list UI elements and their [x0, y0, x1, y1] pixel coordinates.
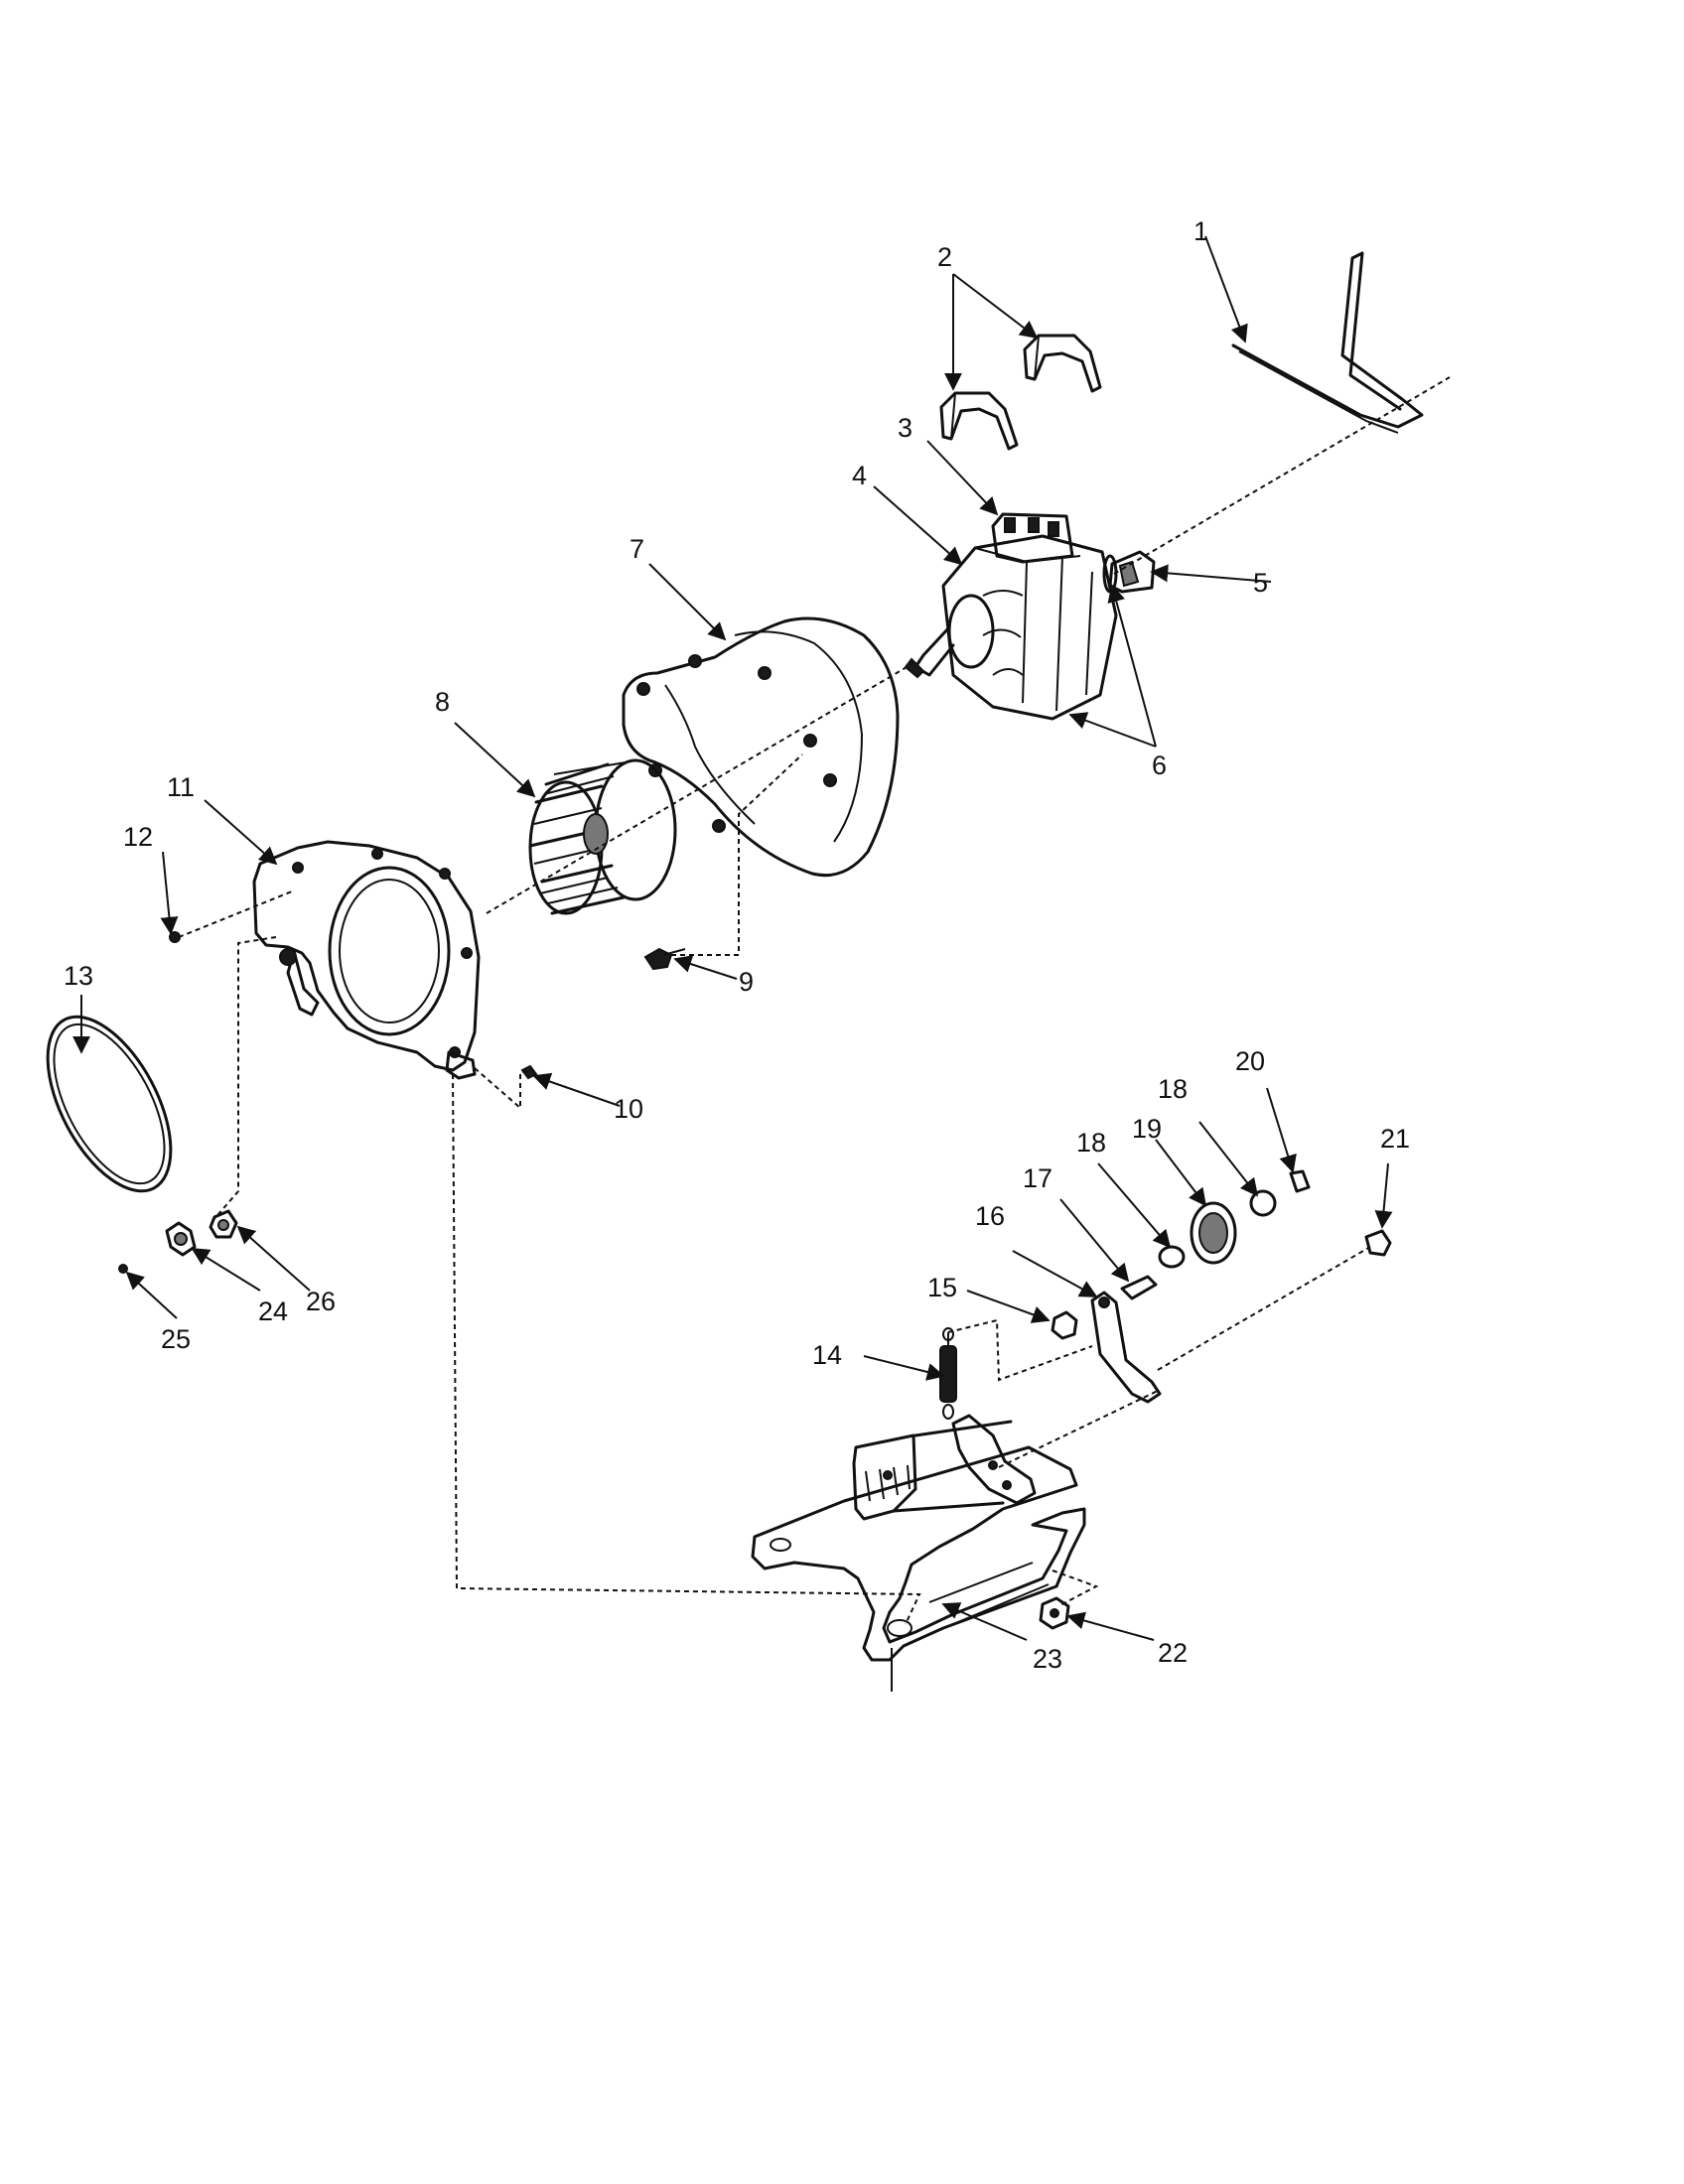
callout-4: 4 — [852, 461, 867, 490]
callout-labels: 1 2 3 4 5 6 7 8 9 10 11 12 13 14 15 16 1… — [64, 216, 1410, 1674]
callout-19: 19 — [1132, 1114, 1162, 1144]
callout-5: 5 — [1253, 568, 1268, 598]
motor-base — [751, 1414, 1086, 1662]
callout-13: 13 — [64, 961, 93, 991]
callout-1: 1 — [1193, 216, 1208, 246]
idler-assembly — [1051, 1169, 1392, 1404]
callout-7: 7 — [630, 534, 644, 564]
callout-18a: 18 — [1076, 1128, 1106, 1158]
blower-cover — [252, 840, 481, 1080]
callout-21: 21 — [1380, 1124, 1410, 1154]
callout-11: 11 — [167, 772, 195, 802]
callout-24: 24 — [258, 1297, 288, 1326]
callout-12: 12 — [123, 822, 153, 852]
blower-wheel — [528, 758, 677, 915]
callout-18b: 18 — [1158, 1074, 1188, 1104]
callout-10: 10 — [614, 1094, 643, 1124]
callout-23: 23 — [1033, 1644, 1062, 1674]
callout-15: 15 — [927, 1273, 957, 1302]
callout-9: 9 — [739, 967, 754, 997]
callout-14: 14 — [812, 1340, 842, 1370]
drive-motor — [904, 512, 1156, 721]
motor-clamps — [939, 334, 1102, 451]
blower-housing — [622, 616, 900, 878]
nut-22 — [1039, 1596, 1070, 1630]
callout-17: 17 — [1023, 1163, 1052, 1193]
assembly-guides — [178, 376, 1451, 1625]
seal-ring — [46, 1015, 173, 1193]
callout-25: 25 — [161, 1324, 191, 1354]
screw-9 — [643, 947, 686, 971]
callout-26: 26 — [306, 1287, 336, 1316]
callout-8: 8 — [435, 687, 450, 717]
leader-lines — [72, 235, 1393, 1692]
callout-6: 6 — [1152, 751, 1167, 780]
tension-spring — [939, 1327, 957, 1420]
callout-3: 3 — [898, 413, 912, 443]
callout-16: 16 — [975, 1201, 1005, 1231]
sensor-parts — [118, 1209, 238, 1274]
callout-20: 20 — [1235, 1046, 1265, 1076]
screw-12 — [169, 931, 181, 943]
drive-belt — [1231, 251, 1424, 434]
callout-22: 22 — [1158, 1638, 1188, 1668]
callout-2: 2 — [937, 242, 952, 272]
